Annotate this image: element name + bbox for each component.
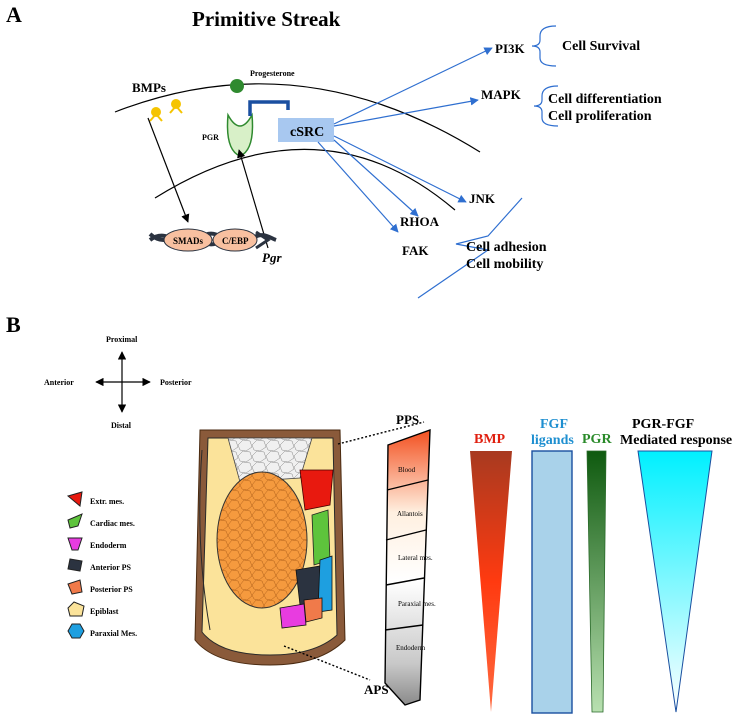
pgr-csrc-link-icon [248,100,290,116]
proximal-label: Proximal [106,335,138,344]
bmp-gradient-bar [470,451,512,712]
pgr-gradient-bar [586,450,607,713]
legend-swatch-2 [67,537,83,551]
streak-segment-lateral: Lateral mes. [398,554,433,562]
fak-label: FAK [402,243,429,258]
survival-brace [531,25,557,67]
pi3k-label: PI3K [495,41,526,56]
cebp-label: C/EBP [222,236,249,246]
anterior-label: Anterior [44,378,74,387]
bmp-gradient-label: BMP [474,432,506,447]
legend-label-2: Endoderm [90,541,127,550]
response-gradient-bar [637,450,713,713]
jnk-label: JNK [469,191,496,206]
panel-a-title: Primitive Streak [192,7,341,31]
dna-complex [148,228,277,252]
inner-membrane [154,148,456,211]
legend-label-1: Cardiac mes. [90,519,135,528]
smads-label: SMADs [173,236,203,246]
legend-swatch-6 [67,623,85,639]
legend-swatch-5 [67,601,85,617]
bmp-to-smad-arrow [147,117,190,223]
fgf-gradient-bar [531,450,573,714]
streak-segment-blood: Blood [398,466,416,474]
legend-label-0: Extr. mes. [90,497,124,506]
cell-survival-label: Cell Survival [562,39,640,54]
streak-segment-endoderm: Endoderm [396,644,426,652]
progesterone-label: Progesterone [250,69,295,78]
panel-b-letter: B [6,312,21,337]
pgr-receptor-icon [226,112,254,157]
pgr-gene-label: Pgr [262,250,282,265]
aps-connector [283,645,371,681]
response-label-line1: PGR-FGF [632,417,694,432]
outer-membrane [114,83,481,153]
aps-label: APS [364,682,389,697]
legend-label-3: Anterior PS [90,563,132,572]
cell-mobility-label: Cell mobility [466,257,543,272]
bmp-ligand-icon [149,99,183,122]
differentiation-brace [533,85,559,127]
orientation-compass [95,351,151,413]
legend-label-5: Epiblast [90,607,119,616]
csrc-label: cSRC [290,125,324,140]
signaling-arrows [317,47,493,233]
fgf-gradient-label-line2: ligands [531,433,574,448]
cell-adhesion-label: Cell adhesion [466,240,547,255]
streak-segment-allantois: Allantois [397,510,423,518]
embryo-illustration [194,429,346,666]
cell-differentiation-label: Cell differentiation [548,92,662,107]
legend-swatch-4 [67,579,83,595]
distal-label: Distal [111,421,132,430]
adhesion-brace [417,197,523,299]
pgr-label: PGR [202,133,219,142]
mapk-label: MAPK [481,87,522,102]
panel-a-letter: A [6,2,22,27]
legend-swatch-1 [67,513,83,529]
cell-proliferation-label: Cell proliferation [548,109,652,124]
fgf-gradient-label-line1: FGF [540,417,568,432]
pps-connector [337,421,425,445]
legend-label-6: Paraxial Mes. [90,629,137,638]
legend-label-4: Posterior PS [90,585,133,594]
posterior-label: Posterior [160,378,192,387]
legend-swatch-3 [67,558,83,572]
csrc-box [278,118,334,142]
bmps-label: BMPs [132,80,166,95]
streak-segment-paraxial: Paraxial mes. [398,600,436,608]
response-label-line2: Mediated response [620,433,732,448]
rhoa-label: RHOA [400,214,440,229]
streak-column [384,428,431,706]
progesterone-icon [230,79,244,93]
legend-swatch-0 [66,491,83,507]
pgr-gene-arrow [237,149,269,249]
pps-label: PPS [396,412,419,427]
pgr-gradient-label: PGR [582,432,612,447]
